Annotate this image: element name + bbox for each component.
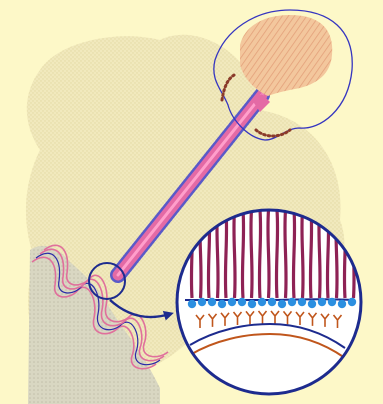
pilus-fibril bbox=[251, 210, 252, 298]
adhesin-bead bbox=[308, 300, 316, 308]
adhesin-bead bbox=[268, 298, 276, 306]
adhesin-bead bbox=[228, 298, 236, 306]
pilus-fibril bbox=[310, 210, 311, 298]
pilus-fibril bbox=[259, 210, 260, 298]
pilus-fibril bbox=[225, 210, 226, 298]
magnified-inset bbox=[177, 210, 361, 394]
pilus-fibril bbox=[276, 210, 277, 298]
pilus-fibril bbox=[353, 210, 354, 298]
pilus-fibril bbox=[234, 210, 235, 298]
pilus-fibril bbox=[268, 210, 269, 298]
adhesin-bead bbox=[298, 298, 306, 306]
cell-body bbox=[240, 15, 332, 96]
pilus-fibril bbox=[302, 210, 303, 298]
pilus-fibril bbox=[293, 210, 294, 298]
pilus-fibril bbox=[242, 210, 243, 298]
adhesin-bead bbox=[208, 298, 216, 306]
adhesin-bead bbox=[188, 300, 196, 308]
adhesin-bead bbox=[258, 298, 266, 306]
adhesin-bead bbox=[218, 300, 226, 308]
adhesin-bead bbox=[318, 298, 326, 306]
adhesin-bead bbox=[288, 298, 296, 306]
pilus-fibril bbox=[285, 210, 286, 298]
adhesin-bead bbox=[238, 298, 246, 306]
adhesin-bead bbox=[248, 300, 256, 308]
pilus-fibril bbox=[344, 210, 345, 298]
adhesin-bead bbox=[328, 298, 336, 306]
adhesin-bead bbox=[278, 300, 286, 308]
adhesin-bead bbox=[348, 298, 356, 306]
adhesin-bead bbox=[338, 300, 346, 308]
adhesin-bead bbox=[198, 298, 206, 306]
